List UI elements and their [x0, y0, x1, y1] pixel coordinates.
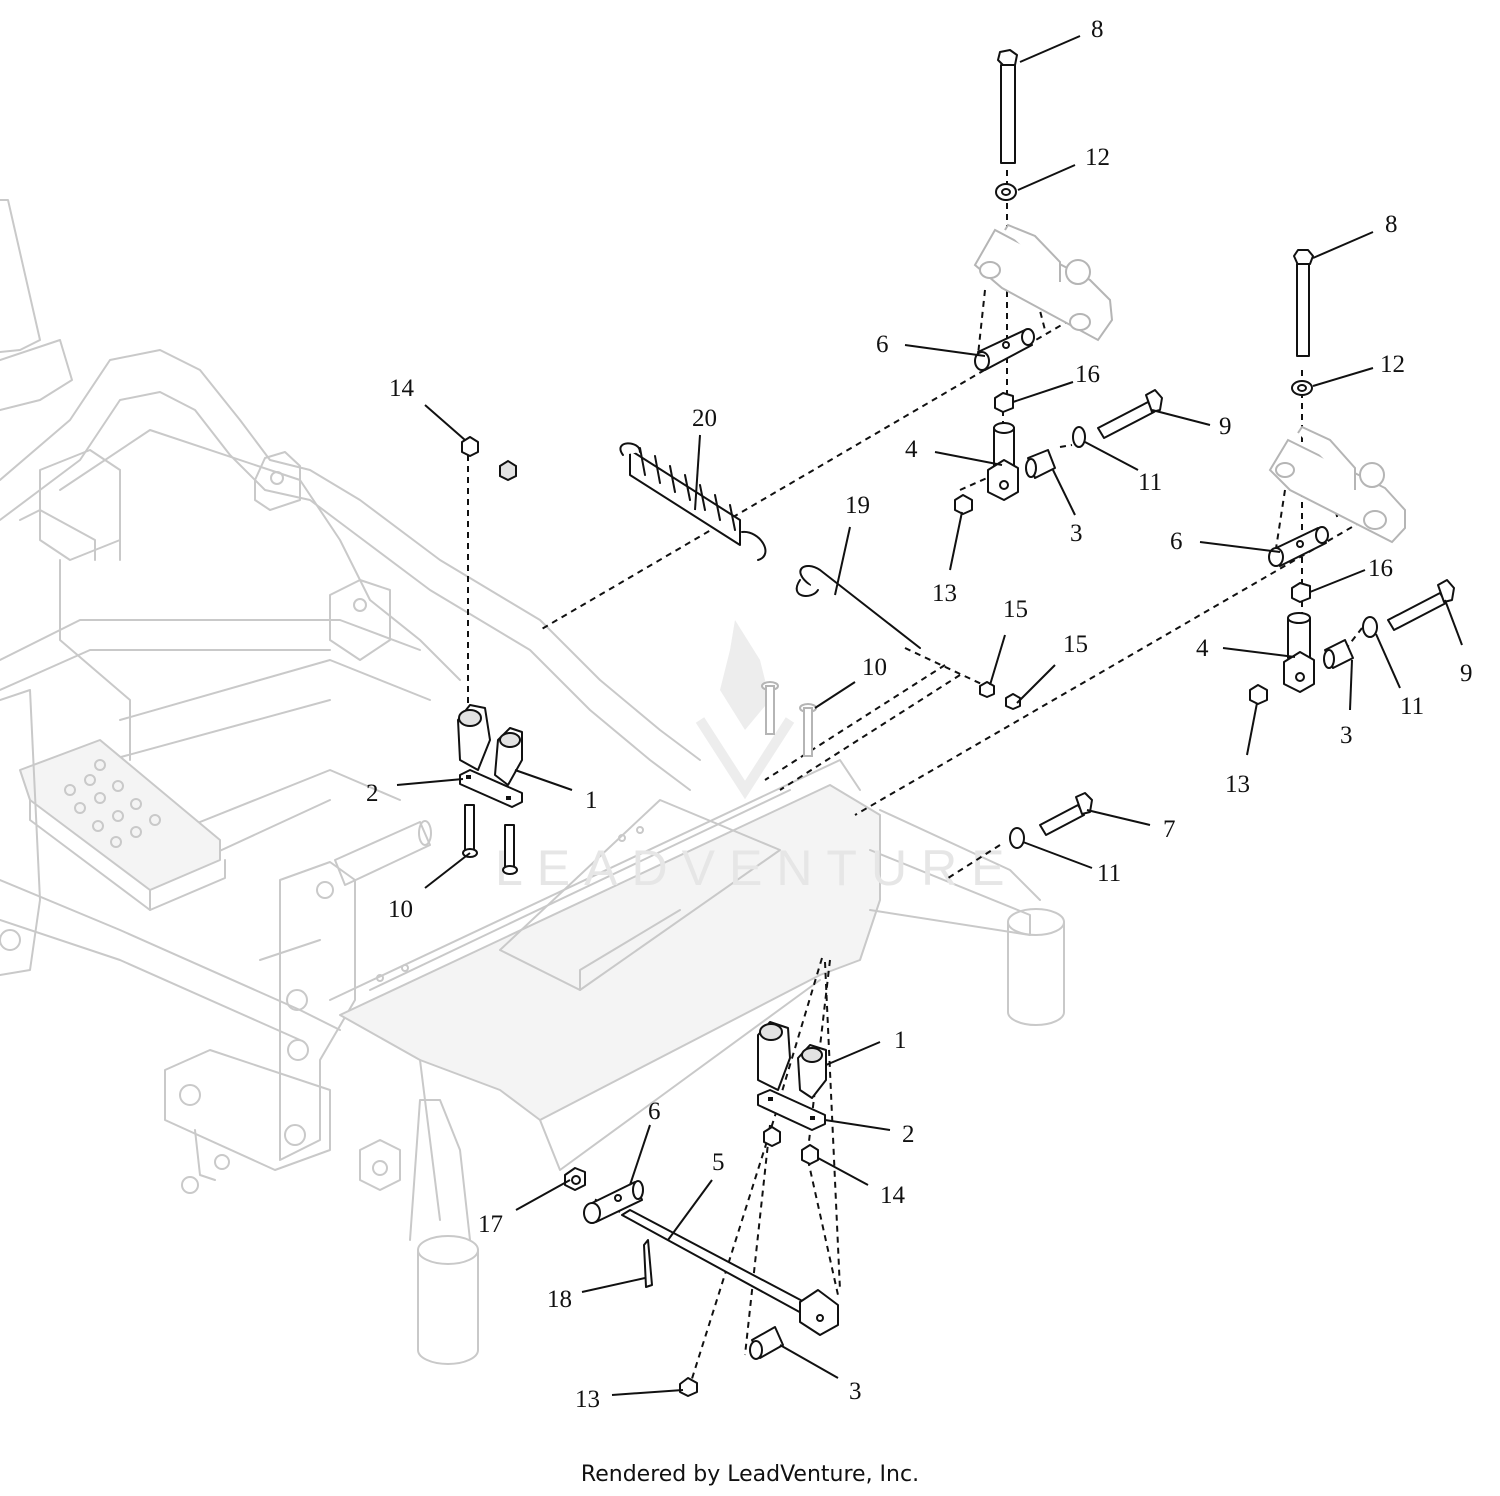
parts [457, 49, 1455, 1397]
plate-2-upper [459, 769, 523, 808]
render-credit: Rendered by LeadVenture, Inc. [580, 1462, 920, 1487]
watermark-text: LEADVENTURE [495, 840, 1019, 896]
callout-13-upper: 13 [932, 580, 957, 607]
washer-11-lower [1009, 827, 1025, 849]
leader-lines [396, 35, 1463, 1396]
nut-14-lower [801, 1144, 819, 1165]
callout-14-upper: 14 [389, 375, 415, 402]
bolt-8-right [1293, 249, 1314, 357]
rod-19 [795, 565, 921, 649]
pivot-6-right [1268, 526, 1329, 567]
pin-18 [643, 1239, 653, 1288]
callout-11-upper: 11 [1138, 469, 1162, 496]
callout-11-lower: 11 [1097, 860, 1121, 887]
callout-5: 5 [712, 1149, 725, 1176]
plate-2-lower [757, 1089, 826, 1131]
callout-14-lower: 14 [880, 1182, 906, 1209]
spring-20 [619, 442, 767, 561]
callout-2-lower: 2 [902, 1121, 915, 1148]
callout-15-a: 15 [1003, 596, 1028, 623]
pedal-holes [64, 759, 161, 848]
callout-labels: 8 12 8 12 6 16 9 4 11 3 13 14 20 19 6 16… [366, 16, 1473, 1413]
shaft-5 [621, 1209, 839, 1336]
callout-9-upper: 9 [1219, 413, 1232, 440]
callout-2-upper: 2 [366, 780, 379, 807]
callout-6-upper: 6 [876, 331, 889, 358]
nut-13-lower [679, 1377, 698, 1397]
nut-13-upper [954, 494, 973, 515]
bushing-3-right [1323, 639, 1354, 669]
callout-16-upper: 16 [1075, 361, 1100, 388]
callout-13-lower: 13 [575, 1386, 600, 1413]
callout-19: 19 [845, 492, 870, 519]
bushing-3-lower [749, 1326, 784, 1360]
callout-8-right: 8 [1385, 211, 1398, 238]
callout-7: 7 [1163, 816, 1176, 843]
bolt-9-right [1387, 579, 1455, 631]
link-plate-upper [973, 223, 1114, 342]
pivot-4-upper [987, 422, 1019, 501]
callout-15-b: 15 [1063, 631, 1088, 658]
link-plate-right [1268, 425, 1406, 544]
washer-11-right [1362, 616, 1378, 638]
callout-6-right: 6 [1170, 528, 1183, 555]
callout-13-right: 13 [1225, 771, 1250, 798]
callout-12-upper: 12 [1085, 144, 1110, 171]
callout-8-upper: 8 [1091, 16, 1104, 43]
pivot-6-lower [583, 1180, 644, 1224]
callout-12-right: 12 [1380, 351, 1405, 378]
callout-9-right: 9 [1460, 660, 1473, 687]
nut-17 [564, 1167, 586, 1191]
nut-16-right [1291, 582, 1311, 603]
callout-10-lower: 10 [388, 896, 413, 923]
parts-diagram: LEADVENTURE [0, 16, 1473, 1413]
callout-3-lower: 3 [849, 1378, 862, 1405]
callout-10-upper: 10 [862, 654, 887, 681]
callout-4-right: 4 [1196, 635, 1209, 662]
callout-1-upper: 1 [585, 787, 598, 814]
pin-10-lower [462, 804, 518, 875]
nut-15-a [979, 681, 995, 698]
callout-4-upper: 4 [905, 436, 918, 463]
callout-18: 18 [547, 1286, 572, 1313]
callout-16-right: 16 [1368, 555, 1393, 582]
pivot-4-right [1283, 612, 1315, 693]
callout-3-upper: 3 [1070, 520, 1083, 547]
nut-14-upper [461, 436, 479, 457]
bracket-1-lower [757, 1021, 827, 1099]
callout-6-lower: 6 [648, 1098, 661, 1125]
watermark: LEADVENTURE [495, 620, 1019, 896]
callout-1-lower: 1 [894, 1027, 907, 1054]
callout-20: 20 [692, 405, 717, 432]
nut-13-right [1249, 684, 1268, 705]
washer-11-upper [1072, 426, 1086, 448]
callout-17: 17 [478, 1211, 503, 1238]
bolt-8-upper [997, 49, 1018, 164]
callout-3-right: 3 [1340, 722, 1353, 749]
callout-11-right: 11 [1400, 693, 1424, 720]
bolt-9-upper [1097, 389, 1163, 439]
bolt-7 [1039, 792, 1093, 836]
nut-15-b [1005, 693, 1021, 710]
nut-16-upper [994, 392, 1014, 413]
bushing-3-upper [1025, 449, 1056, 479]
mower-frame [0, 199, 1065, 1365]
pivot-6-upper [974, 328, 1035, 371]
